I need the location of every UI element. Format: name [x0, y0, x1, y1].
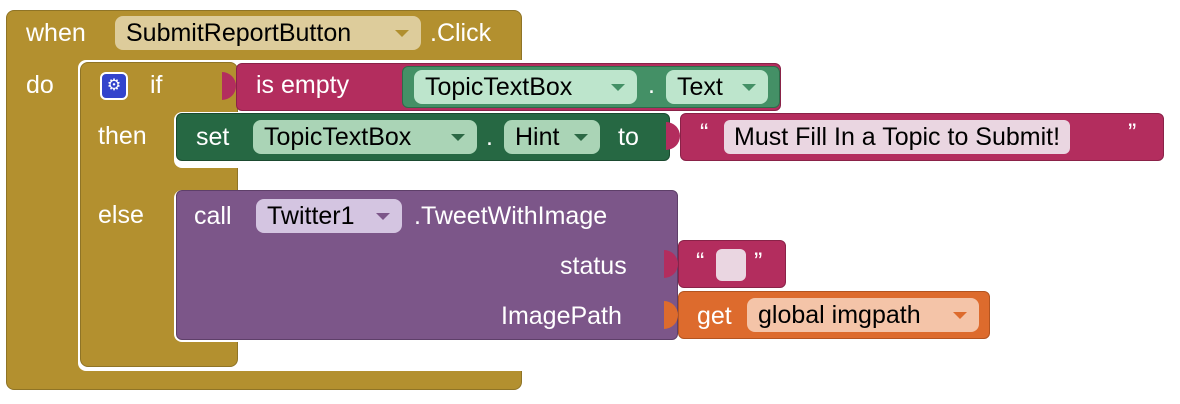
text-value: Must Fill In a Topic to Submit! [734, 123, 1061, 151]
when-label: when [26, 19, 86, 47]
get-label: get [697, 302, 732, 330]
call-component-name: Twitter1 [267, 202, 355, 230]
event-component-name: SubmitReportButton [126, 19, 352, 47]
set-component-name: TopicTextBox [264, 123, 412, 151]
getter-dot: . [648, 71, 655, 99]
if-label: if [150, 71, 163, 99]
empty-text-field[interactable] [716, 249, 746, 281]
set-label: set [196, 123, 230, 151]
then-label: then [98, 122, 147, 150]
mutator-gear-icon[interactable]: ⚙ [100, 72, 128, 100]
getter-property-dropdown[interactable]: Text [666, 70, 768, 104]
getter-component-name: TopicTextBox [425, 73, 573, 101]
variable-name-dropdown[interactable]: global imgpath [747, 298, 979, 332]
getter-component-dropdown[interactable]: TopicTextBox [414, 70, 637, 104]
do-label: do [26, 71, 54, 99]
get-variable-plug [664, 301, 678, 329]
getter-property-name: Text [677, 73, 723, 101]
set-property-name: Hint [515, 123, 560, 151]
set-property-dropdown[interactable]: Hint [504, 120, 600, 154]
to-label: to [618, 123, 639, 151]
method-name-label: .TweetWithImage [414, 202, 608, 230]
else-label: else [98, 201, 144, 229]
empty-text-plug [664, 250, 678, 278]
call-component-dropdown[interactable]: Twitter1 [256, 199, 402, 233]
text-value-field[interactable]: Must Fill In a Topic to Submit! [724, 120, 1071, 154]
is-empty-plug [222, 72, 236, 100]
set-dot: . [486, 123, 493, 151]
event-component-dropdown[interactable]: SubmitReportButton [115, 16, 421, 50]
empty-close-quote: ” [754, 248, 763, 276]
text-string-plug [666, 122, 680, 150]
imagepath-arg-label: ImagePath [501, 302, 622, 330]
call-label: call [194, 202, 232, 230]
event-name-label: .Click [430, 19, 492, 47]
close-quote: ” [1128, 119, 1137, 147]
variable-name: global imgpath [758, 301, 921, 329]
open-quote: “ [700, 119, 709, 147]
set-component-dropdown[interactable]: TopicTextBox [253, 120, 477, 154]
is-empty-label: is empty [256, 71, 350, 99]
empty-open-quote: “ [696, 248, 705, 276]
status-arg-label: status [560, 252, 627, 280]
